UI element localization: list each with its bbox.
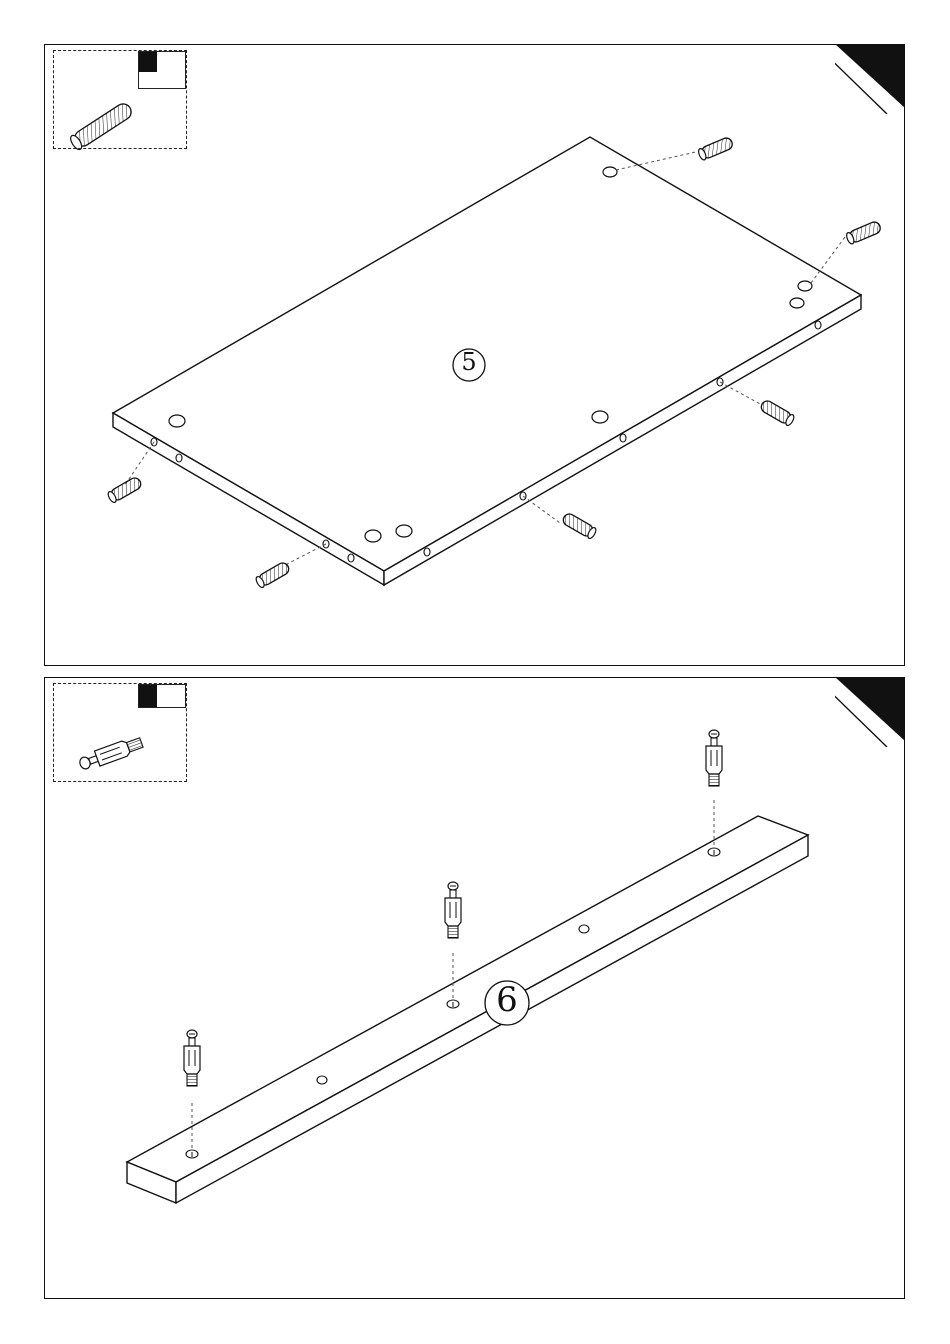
quantity-marker [139, 52, 157, 72]
quantity-marker [139, 685, 157, 707]
part-number: 5 [454, 350, 484, 374]
step-panel-2: 6 [44, 677, 905, 1299]
quantity-box [138, 51, 186, 89]
cam-bolt-2 [445, 882, 461, 938]
step-panel-1: 5 [44, 44, 905, 666]
quantity-box [138, 684, 186, 708]
corner-tab-icon [835, 44, 905, 114]
dowel-2 [845, 220, 882, 245]
dowel-6 [759, 399, 795, 427]
part-number: 6 [490, 983, 524, 1017]
dowel-5 [561, 512, 597, 540]
board-top-face [113, 137, 861, 571]
dowel-1 [697, 136, 734, 161]
corner-tab-icon [835, 677, 905, 747]
dowel-4 [255, 561, 291, 589]
hardware-inset [53, 683, 187, 782]
dowel-3 [107, 476, 143, 504]
hardware-inset [53, 50, 187, 149]
cam-bolt-3 [706, 730, 722, 786]
rail-top-face [127, 816, 808, 1182]
cam-bolt-1 [184, 1030, 200, 1086]
